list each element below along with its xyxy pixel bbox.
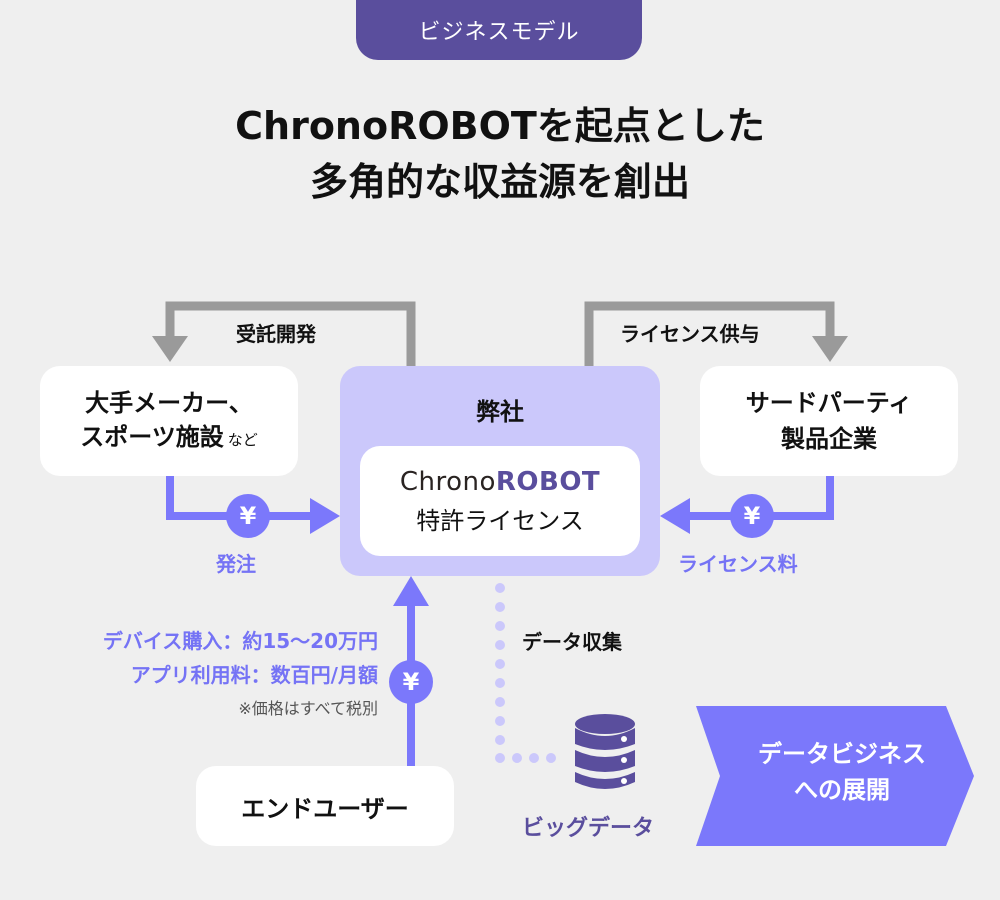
device-price: デバイス購入：約15〜20万円 <box>102 629 378 653</box>
page-title: ChronoROBOTを起点とした 多角的な収益源を創出 <box>0 98 1000 210</box>
pricing-info: デバイス購入：約15〜20万円 アプリ利用料：数百円/月額 ※価格はすべて税別 <box>20 624 378 726</box>
data-collection-dotted-line <box>495 583 556 763</box>
data-business-chevron <box>696 706 974 846</box>
data-collection-label: データ収集 <box>522 630 622 654</box>
yen-icon: ¥ <box>226 494 270 538</box>
data-business-line-2: への展開 <box>794 776 890 804</box>
app-price: アプリ利用料：数百円/月額 <box>130 663 378 687</box>
third-party-line-1: サードパーティ <box>745 389 913 417</box>
data-business-line-1: データビジネス <box>758 740 926 768</box>
manufacturer-node: 大手メーカー、 スポーツ施設など <box>40 366 298 476</box>
logo-robot: ROBOT <box>495 466 601 497</box>
logo-chrono: Chrono <box>399 466 496 497</box>
database-icon <box>575 714 635 789</box>
license-fee-label: ライセンス料 <box>678 552 798 576</box>
yen-icon: ¥ <box>389 660 433 704</box>
manufacturer-line-1: 大手メーカー、 <box>85 388 253 417</box>
title-line-2: 多角的な収益源を創出 <box>309 160 690 204</box>
license-grant-label: ライセンス供与 <box>620 322 760 346</box>
yen-icon: ¥ <box>730 494 774 538</box>
manufacturer-line-2: スポーツ施設 <box>80 422 224 451</box>
data-business-label: データビジネス への展開 <box>722 736 962 808</box>
patent-license-label: 特許ライセンス <box>416 506 584 535</box>
third-party-node: サードパーティ 製品企業 <box>700 366 958 476</box>
contract-dev-label: 受託開発 <box>236 322 316 346</box>
contract-dev-arrow <box>152 301 416 366</box>
manufacturer-line-2-wrap: スポーツ施設など <box>80 420 258 457</box>
order-label: 発注 <box>216 552 256 576</box>
company-node: 弊社 ChronoROBOT 特許ライセンス <box>340 366 660 576</box>
license-grant-arrow <box>584 301 848 366</box>
chronorobot-logo: ChronoROBOT <box>400 467 600 497</box>
end-user-label: エンドユーザー <box>241 794 409 823</box>
product-card: ChronoROBOT 特許ライセンス <box>360 446 640 556</box>
company-label: 弊社 <box>476 398 524 426</box>
third-party-line-2: 製品企業 <box>781 425 877 453</box>
section-badge: ビジネスモデル <box>356 0 642 60</box>
bigdata-label: ビッグデータ <box>522 816 655 841</box>
title-line-1: ChronoROBOTを起点とした <box>235 104 765 148</box>
manufacturer-suffix: など <box>227 430 258 449</box>
end-user-node: エンドユーザー <box>196 766 454 846</box>
tax-note: ※価格はすべて税別 <box>238 699 378 718</box>
